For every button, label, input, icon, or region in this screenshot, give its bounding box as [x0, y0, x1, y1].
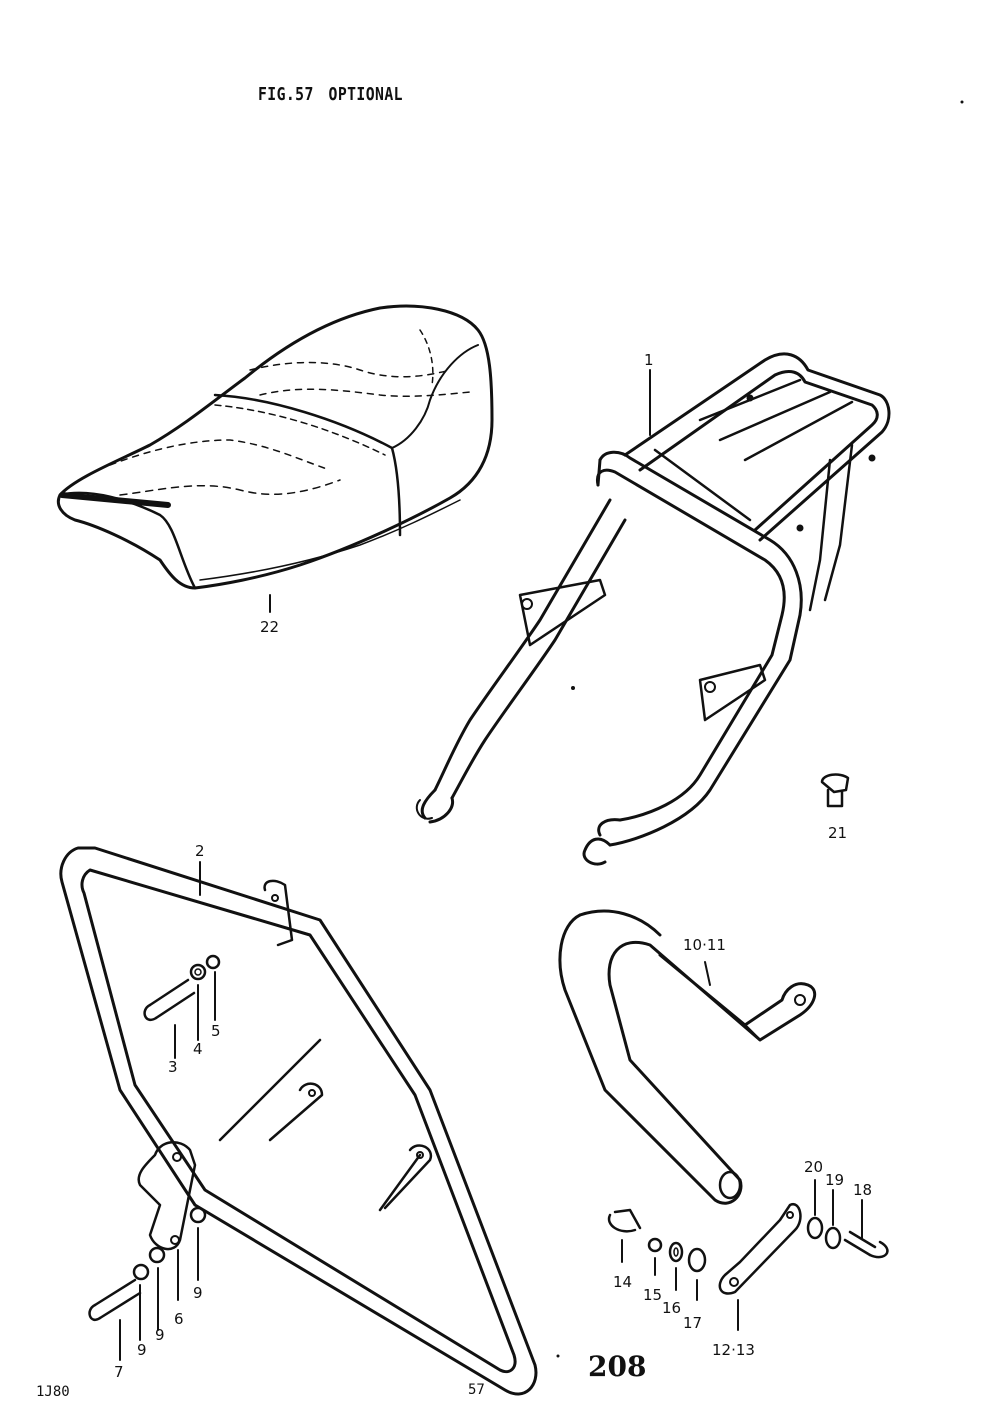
callout-1: 1 — [644, 351, 654, 369]
callout-2: 2 — [195, 842, 205, 860]
callout-9-c: 9 — [137, 1341, 147, 1359]
footer-model-code: 1J80 — [36, 1384, 70, 1400]
callout-16: 16 — [662, 1299, 681, 1317]
callout-9-b: 9 — [155, 1326, 165, 1344]
side-frame-guard-part — [59, 846, 538, 1396]
callout-9-a: 9 — [193, 1284, 203, 1302]
cap-part — [820, 773, 850, 808]
bent-bar-part — [558, 909, 817, 1205]
bracket-bolt-set-lower — [88, 1141, 207, 1361]
stray-dot — [571, 686, 575, 690]
stray-dot — [960, 100, 964, 104]
callout-19: 19 — [825, 1171, 844, 1189]
callout-3: 3 — [168, 1058, 178, 1076]
callout-20: 20 — [804, 1158, 823, 1176]
seat-part — [56, 304, 494, 613]
callout-7: 7 — [114, 1363, 124, 1381]
lower-hardware-set — [607, 1179, 889, 1331]
figure-number: FIG.57 — [258, 84, 314, 105]
figure-name: OPTIONAL — [328, 84, 403, 105]
callout-15: 15 — [643, 1286, 662, 1304]
bolt-washer-set-upper — [143, 954, 221, 1059]
page-number: 208 — [588, 1350, 647, 1383]
figure-title: FIG.57 OPTIONAL — [258, 84, 418, 105]
callout-22: 22 — [260, 618, 279, 636]
footer-figure-ref: 57 — [468, 1382, 485, 1398]
stray-dot — [556, 1354, 560, 1358]
callout-10-11: 10·11 — [683, 936, 726, 954]
callout-5: 5 — [211, 1022, 221, 1040]
callout-12-13: 12·13 — [712, 1341, 755, 1359]
callout-6: 6 — [174, 1310, 184, 1328]
callout-18: 18 — [853, 1181, 872, 1199]
callout-17: 17 — [683, 1314, 702, 1332]
callout-21: 21 — [828, 824, 847, 842]
callout-4: 4 — [193, 1040, 203, 1058]
callout-numbers: 1 2 3 4 5 6 7 9 9 9 9 10·11 12·13 14 15 … — [114, 351, 872, 1381]
rear-carrier-rack-part — [415, 352, 891, 866]
callout-14: 14 — [613, 1273, 632, 1291]
